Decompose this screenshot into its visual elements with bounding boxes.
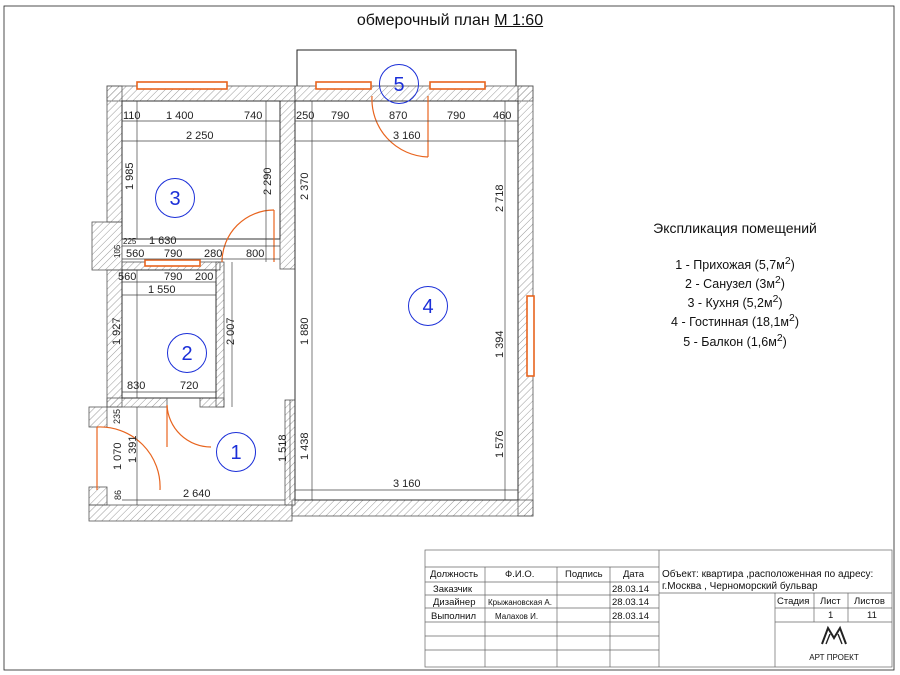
logo-icon (821, 625, 847, 645)
dim-hall-left-c: 1 391 (127, 435, 139, 463)
dim-living-right-upper: 2 718 (494, 184, 506, 212)
row-role-executor: Выполнил (431, 611, 477, 622)
explication-item: 1 - Прихожая (5,7м2) (675, 256, 795, 273)
room-number-1: 1 (216, 432, 256, 472)
dim-bath-top-c: 200 (195, 271, 213, 283)
dim-kitchen-left: 1 985 (124, 162, 136, 190)
dim-hall-width: 2 640 (183, 488, 211, 500)
dim-living-width-bottom: 3 160 (393, 478, 421, 490)
row-date-executor: 28.03.14 (612, 611, 649, 622)
dim-living-top-d: 790 (447, 110, 465, 122)
logo-text: АРТ ПРОЕКТ (809, 653, 859, 662)
kitchen-window (136, 81, 228, 90)
stage-label: Стадия (777, 596, 810, 607)
title-scale: М 1:60 (494, 12, 544, 29)
dim-bath-bottom-b: 720 (180, 380, 198, 392)
header-role: Должность (430, 569, 479, 580)
explication-item: 4 - Гостинная (18,1м2) (671, 313, 799, 330)
dim-bath-bottom-a: 830 (127, 380, 145, 392)
sheet-border (3, 5, 895, 671)
dim-kitchen-top-b: 1 400 (166, 110, 194, 122)
kitchen-door-swing (221, 209, 275, 263)
doors (96, 95, 429, 491)
company-logo: АРТ ПРОЕКТ (808, 624, 860, 662)
object-line-2: г.Москва , Черноморский бульвар (662, 581, 818, 592)
row-name-executor: Малахов И. (495, 612, 539, 621)
windows (136, 81, 535, 377)
title-block-lines (424, 549, 893, 668)
row-name-designer: Крыжановская А. (488, 598, 552, 607)
dim-between-g: 800 (246, 248, 264, 260)
between-window (144, 259, 201, 267)
dim-between-b: 225 (123, 237, 137, 246)
dim-kitchen-width: 2 250 (186, 130, 214, 142)
room-number-2: 2 (167, 333, 207, 373)
header-sign: Подпись (565, 569, 603, 580)
row-role-designer: Дизайнер (433, 597, 476, 608)
room-explication: Экспликация помещений 1 - Прихожая (5,7м… (600, 220, 870, 350)
living-window-right (429, 81, 486, 90)
dim-living-left-mid: 1 880 (299, 317, 311, 345)
dim-living-top-e: 460 (493, 110, 511, 122)
dimension-lines (122, 101, 518, 505)
dim-living-top-b: 790 (331, 110, 349, 122)
dim-between-a: 1 630 (149, 235, 177, 247)
explication-item: 3 - Кухня (5,2м2) (687, 294, 783, 311)
header-date: Дата (623, 569, 645, 580)
dim-bath-left: 1 927 (111, 317, 123, 345)
sheet-value: 1 (828, 610, 834, 621)
row-role-customer: Заказчик (433, 584, 473, 595)
dim-bath-width: 1 550 (148, 284, 176, 296)
dim-living-top-a: 250 (296, 110, 314, 122)
dim-living-right-mid: 1 394 (494, 330, 506, 358)
bath-door-swing (166, 404, 212, 448)
explication-item: 2 - Санузел (3м2) (685, 275, 785, 292)
dim-between-e: 790 (164, 248, 182, 260)
room-outlines (121, 100, 519, 501)
dim-between-d: 560 (126, 248, 144, 260)
dim-kitchen-top-a: 110 (123, 110, 141, 122)
living-window-left (315, 81, 372, 90)
explication-title: Экспликация помещений (653, 220, 817, 236)
explication-item: 5 - Балкон (1,6м2) (683, 332, 787, 349)
room-number-4: 4 (408, 286, 448, 326)
dim-between-c: 105 (113, 244, 122, 258)
living-window-side (526, 295, 535, 377)
row-date-customer: 28.03.14 (612, 584, 649, 595)
page-title: обмерочный план М 1:60 (0, 12, 900, 30)
entrance-door-swing (96, 426, 161, 491)
walls (88, 85, 534, 522)
dim-bath-right: 2 007 (225, 317, 237, 345)
title-text: обмерочный план (356, 12, 490, 29)
dim-living-top-c: 870 (389, 110, 407, 122)
room-number-3: 3 (155, 178, 195, 218)
dim-hall-right: 1 518 (277, 434, 289, 462)
sheet-label: Лист (820, 596, 841, 607)
dim-bath-top-b: 790 (164, 271, 182, 283)
dim-hall-left-a: 235 (112, 409, 122, 424)
sheets-value: 11 (867, 610, 877, 621)
sheets-label: Листов (854, 596, 885, 607)
row-date-designer: 28.03.14 (612, 597, 649, 608)
dim-hall-left-b: 1 070 (112, 442, 124, 470)
dim-kitchen-right: 2 290 (262, 167, 274, 195)
object-line-1: Объект: квартира ,расположенная по адрес… (662, 569, 874, 580)
room-number-5: 5 (379, 64, 419, 104)
dim-between-f: 280 (204, 248, 222, 260)
dim-living-left-low: 1 438 (299, 432, 311, 460)
balcony-outline (296, 49, 517, 86)
dim-hall-left-d: 86 (113, 490, 123, 500)
title-block: Должность Ф.И.О. Подпись Дата Заказчик 2… (425, 550, 892, 667)
balcony-door-swing (371, 95, 429, 158)
header-name: Ф.И.О. (505, 569, 535, 580)
dim-kitchen-top-c: 740 (244, 110, 262, 122)
dim-living-width-top: 3 160 (393, 130, 421, 142)
dim-living-right-low: 1 576 (494, 430, 506, 458)
dim-living-left-upper: 2 370 (299, 172, 311, 200)
dim-bath-top-a: 560 (118, 271, 136, 283)
